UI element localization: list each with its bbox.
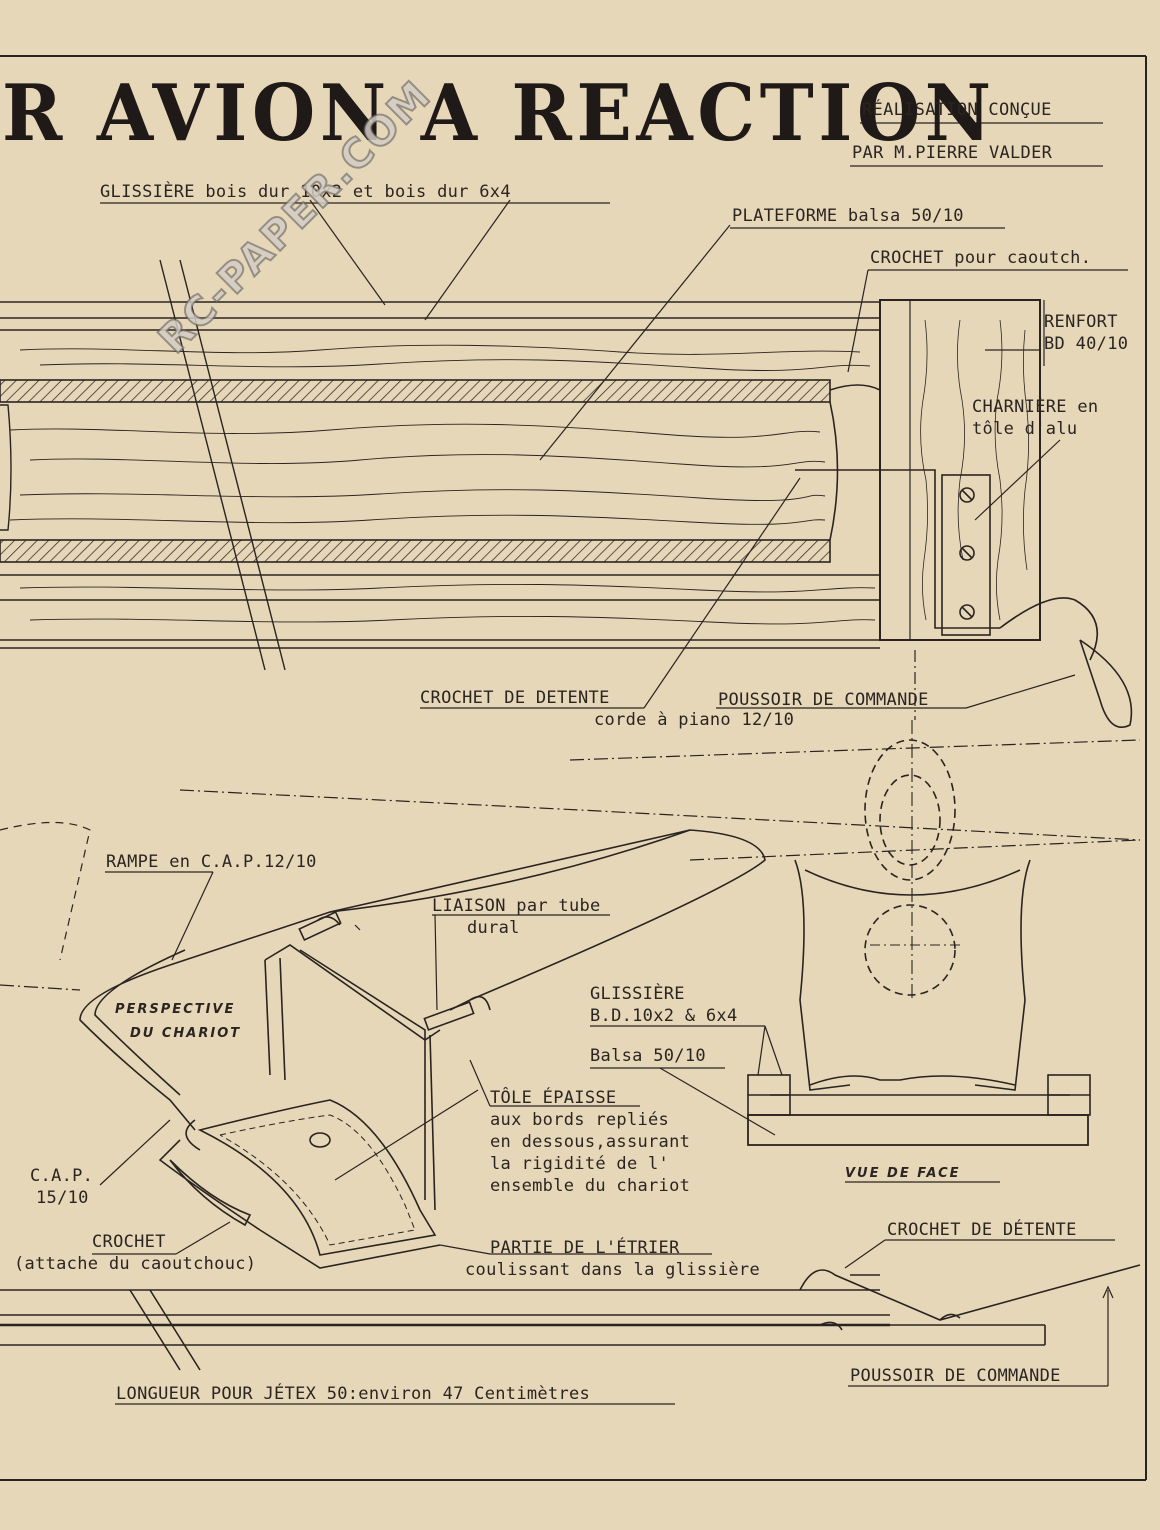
label-rampe: RAMPE en C.A.P.12/10 — [106, 852, 317, 872]
label-cap-2: 15/10 — [36, 1188, 89, 1208]
credit-line-2: PAR M.PIERRE VALDER — [852, 143, 1053, 163]
page-border — [0, 55, 1147, 1481]
label-charniere-2: tôle d'alu — [972, 419, 1078, 439]
label-cap-1: C.A.P. — [30, 1166, 94, 1186]
label-crochet: CROCHET — [92, 1232, 166, 1252]
credit-line-1: RÉALISATION CONÇUE — [862, 100, 1052, 120]
label-liaison-2: dural — [467, 918, 520, 938]
label-perspective-2: DU CHARIOT — [130, 1026, 242, 1041]
top-leader-lines — [100, 199, 1128, 709]
label-liaison-1: LIAISON par tube — [432, 896, 601, 916]
label-bottom-crochet-detente: CROCHET DE DÉTENTE — [887, 1220, 1077, 1240]
label-etrier-2: coulissant dans la glissière — [465, 1260, 760, 1280]
label-perspective-1: PERSPECTIVE — [115, 1002, 236, 1017]
label-tole-4: la rigidité de l' — [490, 1154, 670, 1174]
label-tole-5: ensemble du chariot — [490, 1176, 691, 1196]
chariot-perspective — [0, 739, 1141, 1269]
label-front-glissiere-2: B.D.10x2 & 6x4 — [590, 1006, 738, 1026]
label-charniere-1: CHARNIÈRE en — [972, 397, 1099, 417]
front-view — [590, 720, 1091, 1183]
label-plateforme: PLATEFORME balsa 50/10 — [732, 206, 964, 226]
label-tole-2: aux bords repliés — [490, 1110, 670, 1130]
label-poussoir: POUSSOIR DE COMMANDE — [718, 690, 929, 710]
top-section-view — [0, 259, 1133, 728]
credit-underlines — [850, 122, 1103, 167]
label-front-balsa: Balsa 50/10 — [590, 1046, 706, 1066]
label-longueur: LONGUEUR POUR JÉTEX 50:environ 47 Centim… — [116, 1384, 591, 1404]
label-crochet-sub: (attache du caoutchouc) — [14, 1254, 257, 1274]
label-front-glissiere-1: GLISSIÈRE — [590, 984, 685, 1004]
label-renfort-2: BD 40/10 — [1044, 334, 1129, 354]
label-bottom-poussoir: POUSSOIR DE COMMANDE — [850, 1366, 1061, 1386]
page-title: R AVION A REACTION — [2, 68, 996, 159]
label-glissiere: GLISSIÈRE bois dur 10x2 et bois dur 6x4 — [100, 182, 511, 202]
label-tole-3: en dessous,assurant — [490, 1132, 691, 1152]
label-tole-1: TÔLE ÉPAISSE — [490, 1088, 617, 1108]
bottom-rail — [0, 1239, 1141, 1405]
label-corde-piano: corde à piano 12/10 — [594, 710, 795, 730]
label-etrier-1: PARTIE DE L'ÉTRIER — [490, 1238, 680, 1258]
label-vue-de-face: VUE DE FACE — [845, 1166, 961, 1181]
label-crochet-detente: CROCHET DE DETENTE — [420, 688, 610, 708]
label-crochet-caoutch: CROCHET pour caoutch. — [870, 248, 1092, 268]
label-renfort-1: RENFORT — [1044, 312, 1118, 332]
